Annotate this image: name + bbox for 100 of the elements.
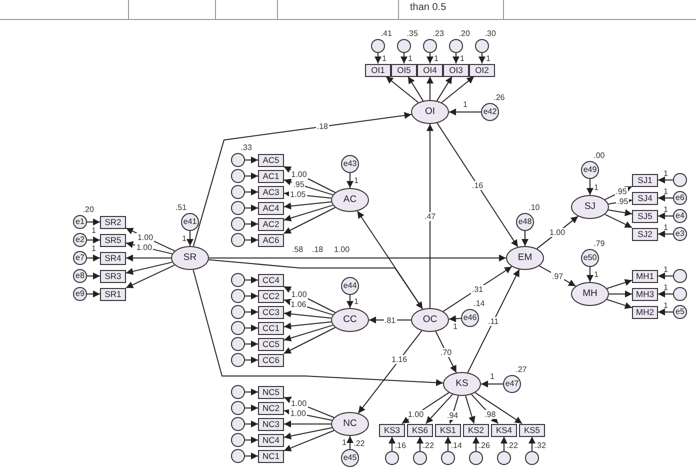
- estimate-value: .23: [432, 29, 444, 38]
- indicator-box: SJ2: [632, 228, 658, 240]
- arrow: [474, 392, 523, 424]
- estimate-value: .00: [594, 151, 605, 160]
- indicator-box: AC2: [258, 218, 284, 230]
- arrow: [126, 254, 172, 262]
- error-circle: [231, 169, 245, 183]
- indicator-box: CC5: [258, 338, 284, 350]
- edge-label: 1: [463, 100, 468, 108]
- estimate-value: .51: [175, 203, 187, 212]
- estimate-value: .22: [422, 441, 434, 450]
- indicator-box: AC5: [258, 154, 284, 166]
- edge-label: 1: [460, 54, 464, 63]
- error-circle: e42: [481, 103, 499, 121]
- edge-label: 1.00: [548, 228, 566, 237]
- error-circle: e46: [461, 309, 479, 327]
- arrow: [86, 218, 100, 226]
- arrow: [284, 427, 332, 440]
- latent-ellipse: EM: [506, 246, 544, 270]
- arrow: [244, 276, 258, 284]
- arrow: [86, 272, 100, 280]
- error-circle: [231, 201, 245, 215]
- error-circle: e44: [341, 277, 359, 295]
- error-circle: [673, 287, 687, 301]
- error-circle: [469, 451, 483, 465]
- arrow: [388, 436, 396, 452]
- error-circle: [231, 153, 245, 167]
- latent-ellipse: KS: [443, 372, 481, 396]
- indicator-box: KS4: [491, 424, 517, 436]
- indicator-box: NC3: [258, 418, 284, 430]
- arrow: [186, 230, 194, 246]
- edge-label: 1.00: [136, 232, 154, 242]
- indicator-box: CC1: [258, 322, 284, 334]
- error-circle: [231, 449, 245, 463]
- indicator-box: MH3: [632, 288, 658, 300]
- edge-label: 1: [664, 264, 668, 274]
- arrow: [425, 394, 453, 424]
- edge-label: 1.00: [290, 398, 308, 408]
- edge-label: 1: [354, 297, 358, 306]
- estimate-value: .10: [528, 203, 540, 212]
- arrow: [244, 292, 258, 300]
- edge-label: 1: [408, 54, 412, 63]
- edge-label: 1: [452, 322, 458, 332]
- estimate-value: .20: [82, 205, 94, 214]
- arrow: [480, 380, 504, 388]
- error-circle: [231, 321, 245, 335]
- edge-label: 1: [92, 244, 96, 252]
- arrow: [346, 294, 354, 308]
- indicator-box: OI5: [391, 64, 417, 76]
- indicator-box: AC3: [258, 186, 284, 198]
- arrow: [244, 452, 258, 460]
- error-circle: [397, 39, 411, 53]
- error-circle: e5: [673, 305, 687, 319]
- indicator-box: KS3: [379, 424, 405, 436]
- estimate-value: .58: [292, 245, 304, 254]
- indicator-box: NC5: [258, 386, 284, 398]
- arrow: [408, 76, 424, 102]
- indicator-box: OI3: [443, 64, 469, 76]
- edge-label: 1.00: [290, 170, 308, 179]
- error-circle: e50: [581, 249, 599, 267]
- error-circle: e3: [673, 227, 687, 241]
- edge-label: .16: [471, 180, 484, 190]
- indicator-box: SR1: [100, 288, 126, 300]
- latent-ellipse: MH: [571, 282, 609, 306]
- arrow: [442, 266, 512, 312]
- error-circle: e45: [341, 449, 359, 467]
- arrow: [208, 254, 506, 262]
- error-circle: [231, 305, 245, 319]
- arrow: [244, 308, 258, 316]
- arrow: [244, 404, 258, 412]
- error-circle: e48: [516, 213, 534, 231]
- arrow: [284, 178, 334, 196]
- arrow: [192, 112, 412, 247]
- arrow: [244, 156, 258, 164]
- error-circle: e4: [673, 209, 687, 223]
- edge-label: 1.05: [289, 190, 307, 200]
- latent-ellipse: OI: [411, 100, 449, 124]
- arrow: [284, 201, 332, 210]
- arrow: [244, 188, 258, 196]
- error-circle: [441, 451, 455, 465]
- arrow: [444, 436, 452, 452]
- arrow: [368, 316, 412, 324]
- arrow: [358, 330, 422, 414]
- edge-label: 1.00: [135, 242, 154, 252]
- arrow: [536, 216, 579, 250]
- estimate-value: .22: [354, 439, 365, 448]
- indicator-box: CC4: [258, 274, 284, 286]
- indicator-box: AC4: [258, 202, 284, 214]
- edge-label: .95: [614, 187, 628, 196]
- estimate-value: .27: [516, 365, 527, 374]
- arrow: [658, 212, 674, 220]
- arrow: [126, 264, 176, 288]
- arrow: [284, 324, 334, 342]
- error-circle: [371, 39, 385, 53]
- estimate-value: .32: [534, 441, 546, 450]
- arrow: [374, 52, 382, 64]
- edge-label: 1: [594, 270, 598, 279]
- edge-label: .94: [446, 410, 460, 420]
- estimate-value: .14: [474, 299, 485, 308]
- edge-label: .98: [484, 410, 497, 420]
